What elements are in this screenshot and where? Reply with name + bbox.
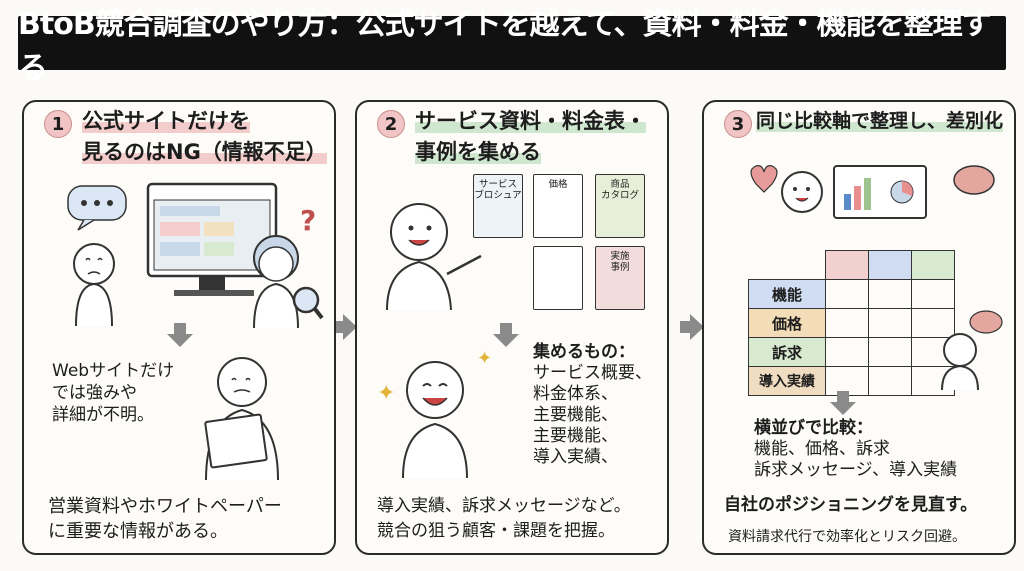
matrix-row: 価格 — [748, 308, 955, 338]
person-reading-illustration — [204, 357, 279, 481]
matrix-header-row — [749, 250, 955, 280]
worried-person-icon — [73, 243, 115, 327]
pointing-person-icon — [386, 203, 482, 311]
step-heading-line1: 同じ比較軸で整理し、差別化 — [756, 110, 1004, 132]
arrow-right-icon — [333, 314, 357, 340]
step-heading-line1: サービス資料・料金表・ — [415, 109, 646, 133]
website-browsing-illustration: ? — [67, 182, 324, 329]
collect-list: 集めるもの： サービス概要、 料金体系、 主要機能、 主要機能、 導入実績、 — [533, 342, 652, 467]
step-number-badge: 1 — [44, 110, 72, 138]
matrix-row: 機能 — [748, 279, 955, 309]
price-document: 価格 — [533, 174, 583, 238]
arrow-right-icon — [680, 314, 704, 340]
analysis-illustration — [750, 165, 995, 219]
happy-person-icon: ✦ ✦ — [377, 348, 492, 479]
svg-text:✦: ✦ — [477, 348, 492, 369]
comparison-matrix: 機能 価格 訴求 導入実績 — [748, 250, 955, 396]
brain-icon — [953, 165, 995, 195]
blank-document-icon — [533, 246, 583, 310]
magnifier-icon — [292, 286, 324, 320]
step-heading: 同じ比較軸で整理し、差別化 — [756, 106, 1004, 137]
thinking-person-icon — [941, 310, 1003, 390]
matrix-row: 導入実績 — [748, 366, 955, 396]
step-heading-line2: 事例を集める — [415, 140, 541, 164]
monitor-icon — [146, 182, 278, 296]
heart-icon — [750, 165, 778, 193]
arrow-down-icon — [167, 323, 193, 347]
footer-main-text: 自社のポジショニングを見直す。 — [724, 495, 978, 515]
step-number-badge: 3 — [724, 110, 752, 138]
step-heading-line2: 見るのはNG（情報不足） — [82, 140, 327, 164]
step-heading: 公式サイトだけを 見るのはNG（情報不足） — [82, 106, 327, 168]
step-number-badge: 2 — [377, 110, 405, 138]
brochure-document: サービス ブロシュア — [473, 174, 523, 238]
svg-text:?: ? — [300, 204, 316, 237]
compare-text: 横並びで比較： 機能、価格、訴求 訴求メッセージ、導入実績 — [754, 418, 958, 480]
step-heading-line1: 公式サイトだけを — [82, 109, 250, 133]
footer-text: 導入実績、訴求メッセージなど。 競合の狙う顧客・課題を把握。 — [377, 496, 631, 541]
step-3-panel: 3 同じ比較軸で整理し、差別化 機能 価格 訴求 導入実績 — [702, 100, 1016, 555]
observation-text: Webサイトだけ では強みや 詳細が不明。 — [52, 361, 175, 425]
page-title: BtoB競合調査のやり方：公式サイトを越えて、資料・料金・機能を整理する — [18, 7, 1006, 86]
svg-text:✦: ✦ — [377, 381, 395, 406]
footer-sub-text: 資料請求代行で効率化とリスク回避。 — [728, 529, 966, 545]
arrow-down-icon — [830, 391, 856, 415]
speech-bubble-icon — [67, 185, 127, 231]
step-heading: サービス資料・料金表・ 事例を集める — [415, 106, 646, 168]
catalog-document: 商品 カタログ — [595, 174, 645, 238]
matrix-row: 訴求 — [748, 337, 955, 367]
case-study-document: 実施 事例 — [595, 246, 645, 310]
step-1-panel: 1 公式サイトだけを 見るのはNG（情報不足） — [22, 100, 336, 555]
arrow-down-icon — [493, 323, 519, 347]
step-2-panel: 2 サービス資料・料金表・ 事例を集める サービス ブロシュア 価格 商品 カタ… — [355, 100, 669, 555]
footer-text: 営業資料やホワイトペーパー に重要な情報がある。 — [48, 496, 282, 542]
